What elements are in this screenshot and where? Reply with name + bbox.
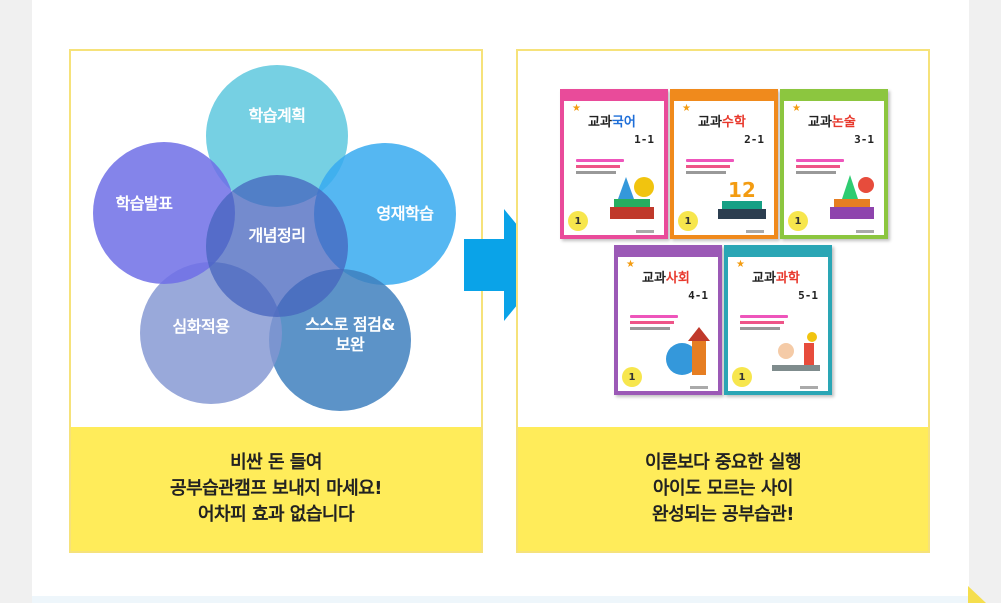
corner-fold — [968, 586, 986, 603]
book-grade: 5-1 — [798, 289, 818, 302]
brand-mark: ★ — [626, 259, 635, 270]
book-title: 교과국어 — [588, 115, 636, 130]
level-badge: 1 — [568, 211, 588, 231]
book-science: ★ 교과과학 5-1 1 — [724, 245, 832, 395]
bottom-bar — [32, 596, 969, 603]
right-caption-line-1: 이론보다 중요한 실행 — [644, 452, 802, 473]
brand-mark: ★ — [682, 103, 691, 114]
brand-mark: ★ — [572, 103, 581, 114]
illustration-icon — [610, 177, 654, 219]
illustration-icon — [830, 175, 874, 219]
book-grade: 1-1 — [634, 133, 654, 146]
book-grade: 2-1 — [744, 133, 764, 146]
svg-text:12: 12 — [728, 178, 756, 202]
level-badge: 1 — [678, 211, 698, 231]
brand-mark: ★ — [736, 259, 745, 270]
book-essay: ★ 교과논술 3-1 1 — [780, 89, 888, 239]
level-badge: 1 — [622, 367, 642, 387]
book-title: 교과수학 — [698, 115, 746, 130]
left-caption-line-1: 비싼 돈 들여 — [230, 452, 322, 473]
left-caption-line-3: 어차피 효과 없습니다 — [197, 504, 355, 525]
book-korean: ★ 교과국어 1-1 1 — [560, 89, 668, 239]
book-title: 교과논술 — [808, 115, 856, 130]
right-caption-line-2: 아이도 모르는 사이 — [652, 478, 794, 499]
right-arrow-icon — [464, 209, 550, 321]
book-grade: 3-1 — [854, 133, 874, 146]
book-grade: 4-1 — [688, 289, 708, 302]
illustration-icon: 12 — [718, 178, 766, 219]
left-caption: 비싼 돈 들여 공부습관캠프 보내지 마세요! 어차피 효과 없습니다 — [71, 427, 481, 551]
right-caption: 이론보다 중요한 실행 아이도 모르는 사이 완성되는 공부습관! — [518, 427, 928, 551]
circle-concept: 개념정리 — [206, 175, 348, 317]
level-badge: 1 — [788, 211, 808, 231]
workbook-panel: ★ 교과국어 1-1 1 ★ 교과수학 2-1 12 1 ★ 교과논술 3-1 — [516, 49, 930, 553]
study-habit-diagram-panel: 학습계획 영재학습 스스로 점검&보완 심화적용 학습발표 개념정리 비싼 돈 … — [69, 49, 483, 553]
illustration-icon — [772, 332, 820, 371]
right-caption-line-3: 완성되는 공부습관! — [652, 504, 794, 525]
book-social: ★ 교과사회 4-1 1 — [614, 245, 722, 395]
brand-mark: ★ — [792, 103, 801, 114]
illustration-icon — [666, 327, 710, 375]
left-caption-line-2: 공부습관캠프 보내지 마세요! — [170, 478, 382, 499]
book-title: 교과사회 — [642, 271, 690, 286]
book-title: 교과과학 — [752, 271, 800, 286]
book-math: ★ 교과수학 2-1 12 1 — [670, 89, 778, 239]
level-badge: 1 — [732, 367, 752, 387]
